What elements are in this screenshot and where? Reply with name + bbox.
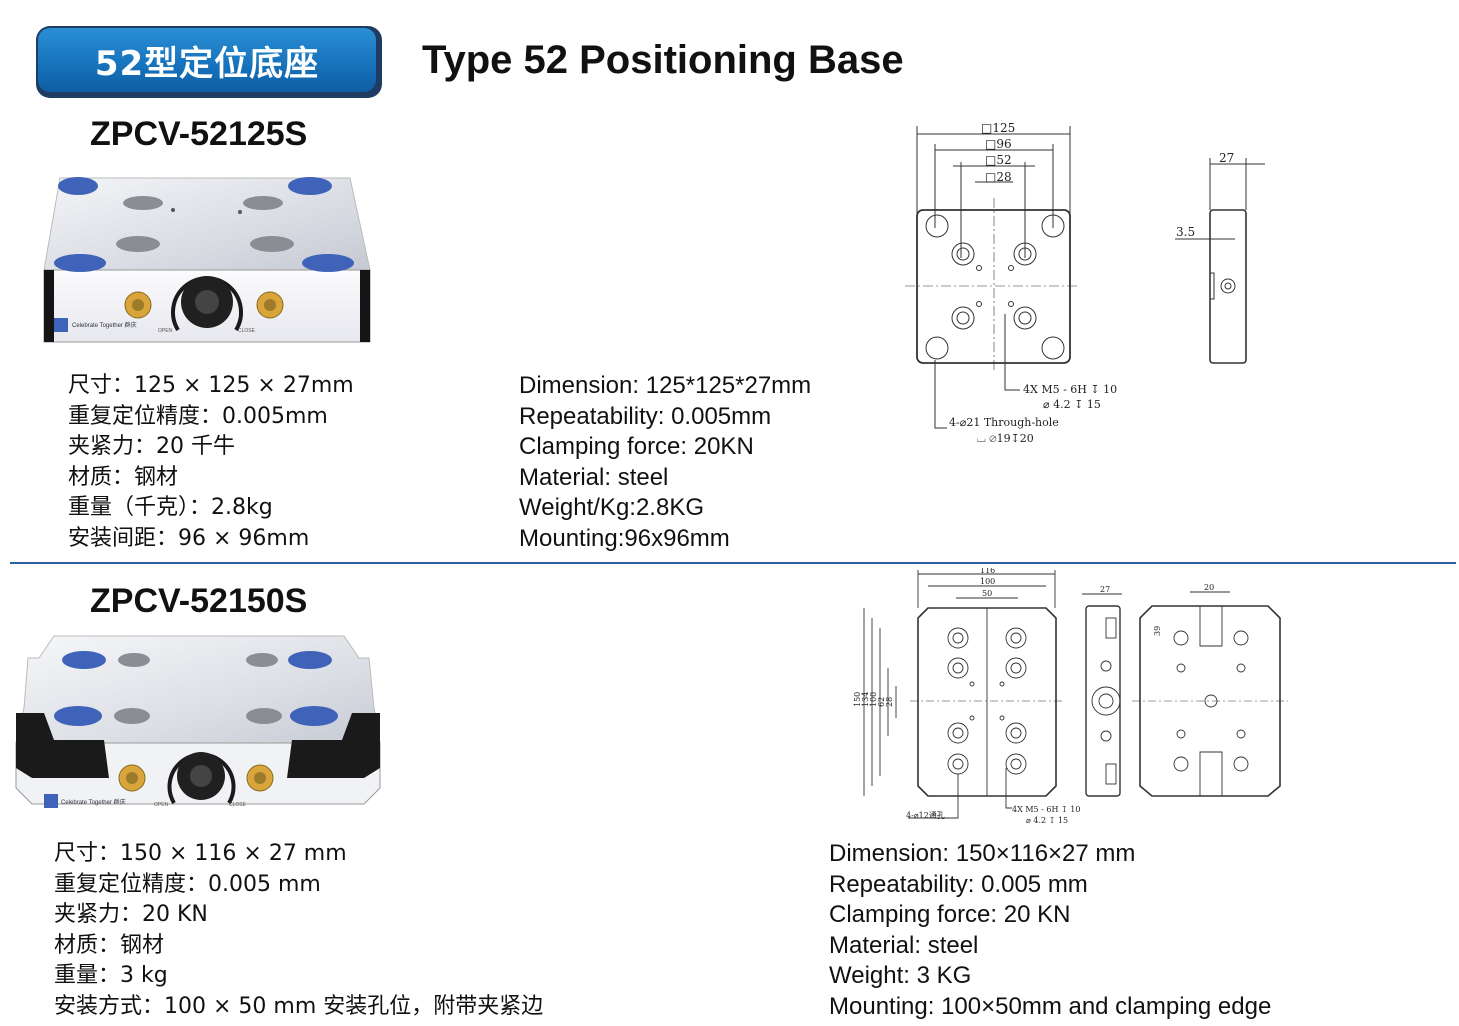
spec-en-clamping-2: Clamping force: 20 KN [829, 901, 1071, 928]
spec-en-clamping: Clamping force: 20KN [519, 433, 754, 460]
page-title: Type 52 Positioning Base [422, 38, 904, 82]
dim-28: □28 [985, 170, 1012, 184]
product1-photo: Celebrate Together 群庆 OPEN CLOSE [40, 170, 375, 345]
dim-134: 134 [861, 692, 870, 707]
close-label-2: CLOSE [229, 802, 247, 808]
spec-en-repeatability-2: Repeatability: 0.005 mm [829, 870, 1088, 898]
product2-logo-text: Celebrate Together 群庆 [61, 798, 126, 806]
spec-cn-mounting: 安装间距：96 × 96mm [68, 525, 310, 551]
dim-150: 150 [853, 692, 862, 707]
note-d42-2: ⌀ 4.2 ↧ 15 [1026, 816, 1068, 825]
spec-cn-material-2: 材质：钢材 [54, 932, 165, 958]
spec-cn-repeatability-2: 重复定位精度：0.005 mm [54, 871, 321, 897]
spec-cn-clamping-2: 夹紧力：20 KN [54, 902, 208, 927]
dim-62: 62 [877, 697, 886, 707]
open-label-2: OPEN [154, 802, 169, 808]
spec-cn-clamping: 夹紧力：20 千牛 [68, 434, 235, 459]
spec-en-material-2: Material: steel [829, 931, 979, 959]
dim-27: 27 [1219, 151, 1234, 165]
spec-cn-repeatability: 重复定位精度：0.005mm [68, 403, 328, 429]
product1-drawing: □125 □96 □52 □28 4X M5 - 6H ↧ 10 ⌀ 4.2 ↧… [895, 118, 1285, 448]
dim-52: □52 [985, 153, 1012, 167]
section-divider [10, 562, 1456, 564]
note-d42: ⌀ 4.2 ↧ 15 [1043, 398, 1101, 411]
open-label: OPEN [158, 328, 173, 334]
dim-116: 116 [980, 568, 995, 575]
spec-cn-mounting-2: 安装方式：100 × 50 mm 安装孔位，附带夹紧边 [54, 993, 544, 1019]
product2-model: ZPCV-52150S [90, 582, 308, 620]
title-badge: 52型定位底座 [36, 26, 382, 98]
dim-100: 100 [980, 577, 995, 586]
title-badge-text: 52型定位底座 [38, 28, 376, 92]
spec-cn-weight: 重量（千克）：2.8kg [68, 495, 273, 520]
spec-cn-dimension: 尺寸：125 × 125 × 27mm [68, 373, 354, 398]
product2-specs-cn: 尺寸：150 × 116 × 27 mm 重复定位精度：0.005 mm 夹紧力… [54, 839, 543, 1022]
close-label: CLOSE [238, 328, 256, 334]
note-throughhole: 4-⌀21 Through-hole [949, 416, 1059, 429]
dim-50: 50 [982, 589, 992, 598]
dim-96: □96 [985, 137, 1012, 151]
spec-en-mounting: Mounting:96x96mm [519, 524, 730, 552]
product1-model: ZPCV-52125S [90, 115, 308, 153]
product2-specs-en: Dimension: 150×116×27 mm Repeatability: … [829, 839, 1271, 1022]
note-m5-2: 4X M5 - 6H ↧ 10 [1012, 805, 1080, 814]
dim-100-v: 100 [869, 692, 878, 707]
spec-cn-dimension-2: 尺寸：150 × 116 × 27 mm [54, 841, 347, 866]
note-12-hole: 4-⌀12通孔 [906, 810, 945, 820]
dim-20: 20 [1204, 583, 1214, 592]
product1-specs-cn: 尺寸：125 × 125 × 27mm 重复定位精度：0.005mm 夹紧力：2… [68, 371, 354, 554]
spec-en-dimension-2: Dimension: 150×116×27 mm [829, 840, 1136, 867]
product1-logo-text: Celebrate Together 群庆 [72, 321, 137, 329]
spec-en-repeatability: Repeatability: 0.005mm [519, 402, 772, 430]
product2-drawing: 116 100 50 150 134 100 62 28 4-⌀12通孔 4X … [850, 568, 1290, 830]
dim-27-2: 27 [1100, 585, 1110, 594]
product2-photo: Celebrate Together 群庆 OPEN CLOSE [14, 628, 382, 814]
spec-en-material: Material: steel [519, 463, 669, 491]
dim-28-v: 28 [885, 697, 894, 707]
note-m5: 4X M5 - 6H ↧ 10 [1023, 383, 1117, 396]
spec-en-weight-2: Weight: 3 KG [829, 962, 972, 989]
dim-3-5: 3.5 [1176, 225, 1195, 239]
dim-39: 39 [1153, 626, 1162, 636]
note-counterbore: ⌴ ⌀19↧20 [977, 432, 1034, 445]
spec-en-weight: Weight/Kg:2.8KG [519, 494, 704, 521]
spec-cn-material: 材质：钢材 [68, 464, 179, 490]
product1-specs-en: Dimension: 125*125*27mm Repeatability: 0… [519, 371, 811, 554]
spec-en-mounting-2: Mounting: 100×50mm and clamping edge [829, 992, 1272, 1020]
dim-125: □125 [981, 121, 1015, 135]
spec-cn-weight-2: 重量：3 kg [54, 963, 168, 988]
spec-en-dimension: Dimension: 125*125*27mm [519, 372, 812, 399]
